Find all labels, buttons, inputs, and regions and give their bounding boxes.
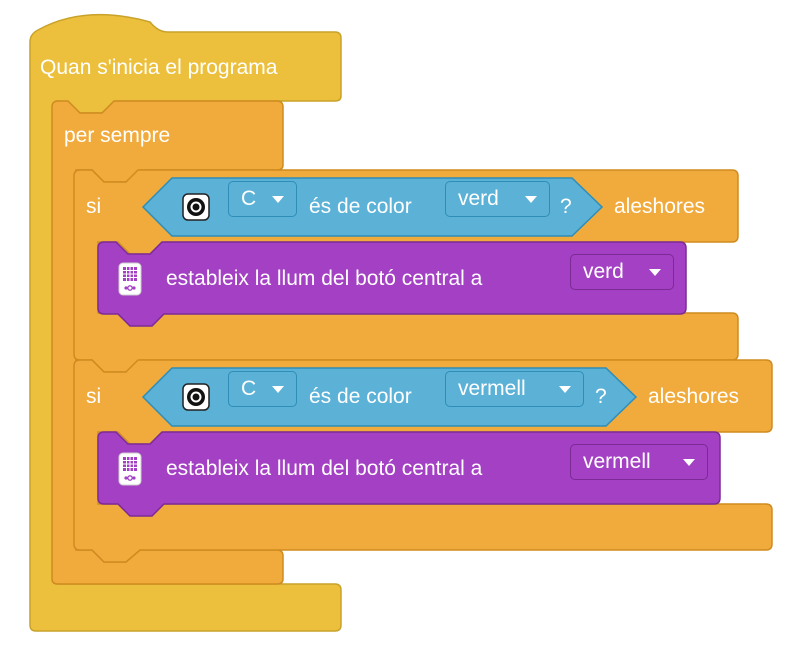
dropdown-caret-icon (525, 196, 537, 203)
light-color-value-2: vermell (583, 450, 651, 473)
sensor-port-value-1: C (241, 187, 257, 210)
hat-label: Quan s'inicia el programa (40, 56, 278, 79)
color-dropdown-2[interactable]: vermell (445, 371, 584, 407)
forever-label: per sempre (64, 124, 171, 147)
is-color-label-1: és de color (309, 195, 412, 218)
light-block-2[interactable] (97, 431, 721, 517)
color-value-2: vermell (458, 377, 526, 400)
hat-block[interactable] (29, 13, 342, 632)
dropdown-caret-icon (649, 269, 661, 276)
dropdown-caret-icon (272, 196, 284, 203)
dropdown-caret-icon (683, 459, 695, 466)
sensor-port-value-2: C (241, 377, 257, 400)
dropdown-caret-icon (559, 386, 571, 393)
then-label-2: aleshores (648, 385, 740, 408)
hub-icon (118, 452, 142, 486)
color-value-1: verd (458, 187, 499, 210)
then-label-1: aleshores (614, 195, 706, 218)
color-dropdown-1[interactable]: verd (445, 181, 550, 217)
color-sensor-icon (182, 193, 210, 221)
if-label-2: si (86, 385, 102, 408)
light-color-dropdown-1[interactable]: verd (570, 254, 674, 290)
action-label-2: estableix la llum del botó central a (166, 457, 483, 480)
light-color-dropdown-2[interactable]: vermell (570, 444, 708, 480)
dropdown-caret-icon (272, 386, 284, 393)
question-mark-2: ? (595, 385, 607, 408)
action-label-1: estableix la llum del botó central a (166, 267, 483, 290)
question-mark-1: ? (560, 195, 572, 218)
hub-icon (118, 262, 142, 296)
light-block-1[interactable] (97, 241, 687, 327)
is-color-label-2: és de color (309, 385, 412, 408)
sensor-port-dropdown-1[interactable]: C (228, 181, 297, 217)
sensor-port-dropdown-2[interactable]: C (228, 371, 297, 407)
color-sensor-icon (182, 383, 210, 411)
if-label-1: si (86, 195, 102, 218)
light-color-value-1: verd (583, 260, 624, 283)
